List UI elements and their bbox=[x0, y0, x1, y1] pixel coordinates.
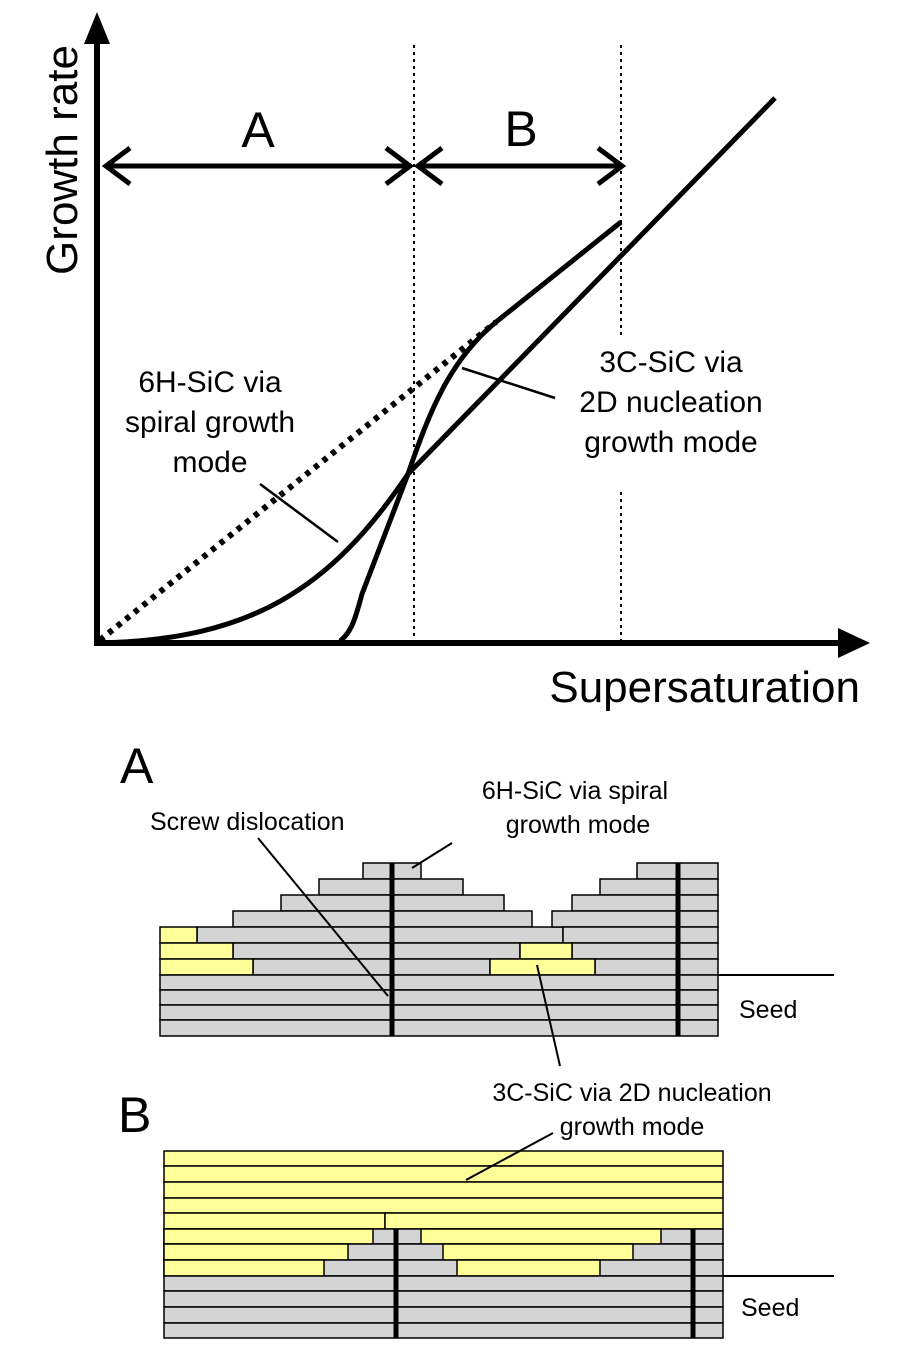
panel-a-letter: A bbox=[120, 738, 154, 794]
growth-rate-graph: Growth rate Supersaturation A B 6H-SiC v… bbox=[38, 12, 870, 712]
x-axis-arrowhead bbox=[838, 628, 870, 658]
region-b-arrow-right-head bbox=[596, 146, 627, 186]
layer bbox=[571, 942, 719, 960]
layer bbox=[252, 958, 491, 976]
layer-3c bbox=[163, 1165, 724, 1183]
panel-b-layers bbox=[163, 1150, 724, 1339]
layer-3c bbox=[456, 1259, 601, 1277]
leader-6h bbox=[259, 482, 339, 544]
nucleation-label-line-2: 2D nucleation bbox=[579, 386, 762, 419]
layer-3c bbox=[163, 1197, 724, 1214]
seed-layer bbox=[159, 989, 719, 1006]
layer-3c bbox=[442, 1243, 634, 1261]
panel-a-layers bbox=[159, 862, 719, 1037]
panel-a-spiral-label-line-2: growth mode bbox=[506, 811, 651, 839]
spiral-growth-curve bbox=[97, 96, 777, 646]
layer-3c bbox=[519, 942, 573, 960]
nucleation-growth-curve bbox=[338, 220, 623, 643]
seed-layer bbox=[163, 1290, 724, 1308]
region-a-label: A bbox=[241, 102, 275, 158]
layer bbox=[562, 926, 719, 944]
layer-3c bbox=[420, 1228, 662, 1245]
leader-panel-b-3c bbox=[465, 1132, 554, 1181]
leader-panel-a-spiral bbox=[411, 842, 453, 869]
nucleation-label-line-1: 3C-SiC via bbox=[599, 346, 743, 379]
layer-3c bbox=[384, 1212, 724, 1230]
layer bbox=[232, 942, 521, 960]
seed-layer bbox=[163, 1275, 724, 1292]
spiral-extrapolation-dotted-line bbox=[98, 319, 498, 643]
layer-3c bbox=[159, 926, 198, 944]
region-b-label: B bbox=[504, 101, 537, 157]
layer bbox=[594, 958, 719, 976]
spiral-growth-label-line-3: mode bbox=[172, 446, 247, 479]
spiral-growth-label-line-1: 6H-SiC via bbox=[138, 366, 282, 399]
leader-panel-a-3c bbox=[536, 964, 561, 1067]
layer-3c bbox=[159, 958, 254, 976]
spiral-growth-label-line-2: spiral growth bbox=[125, 406, 295, 439]
layer-3c bbox=[489, 958, 596, 976]
layer bbox=[599, 878, 719, 896]
region-a-arrow-right-head bbox=[384, 146, 415, 186]
y-axis-label: Growth rate bbox=[38, 45, 87, 275]
layer-3c bbox=[163, 1243, 349, 1261]
leader-3c bbox=[461, 366, 556, 400]
seed-layer bbox=[163, 1306, 724, 1324]
region-b-arrow-left-head bbox=[413, 146, 444, 186]
nucleation-label-line-3: growth mode bbox=[584, 426, 757, 459]
layer bbox=[551, 910, 719, 928]
layer bbox=[196, 926, 564, 944]
layer bbox=[571, 894, 719, 912]
layer-3c bbox=[163, 1181, 724, 1199]
panel-a-seed-label: Seed bbox=[739, 996, 797, 1024]
layer bbox=[232, 910, 533, 928]
panel-b-seed-label: Seed bbox=[741, 1294, 799, 1322]
panel-a-3c-label-line-2: growth mode bbox=[560, 1113, 705, 1141]
y-axis-arrowhead bbox=[84, 12, 110, 44]
panel-a-spiral-label-line-1: 6H-SiC via spiral bbox=[482, 777, 668, 805]
panel-a-3c-label-line-1: 3C-SiC via 2D nucleation bbox=[492, 1079, 771, 1107]
panel-b: B bbox=[118, 1087, 834, 1339]
layer-3c bbox=[159, 942, 234, 960]
seed-layer bbox=[159, 974, 719, 991]
layer-3c bbox=[163, 1259, 325, 1277]
screw-dislocation-label: Screw dislocation bbox=[150, 808, 345, 836]
seed-layer bbox=[159, 1004, 719, 1021]
leader-screw-dislocation bbox=[257, 837, 389, 997]
panel-a: A Screw dislocation 6H-SiC via spiral gr… bbox=[120, 738, 834, 1141]
layer-3c bbox=[163, 1228, 374, 1245]
seed-layer bbox=[159, 1019, 719, 1037]
region-a-arrow-left-head bbox=[101, 146, 132, 186]
layer-3c bbox=[163, 1212, 386, 1230]
panel-b-letter: B bbox=[118, 1087, 151, 1143]
layer-3c bbox=[163, 1150, 724, 1167]
x-axis-label: Supersaturation bbox=[549, 663, 860, 712]
seed-layer bbox=[163, 1322, 724, 1339]
